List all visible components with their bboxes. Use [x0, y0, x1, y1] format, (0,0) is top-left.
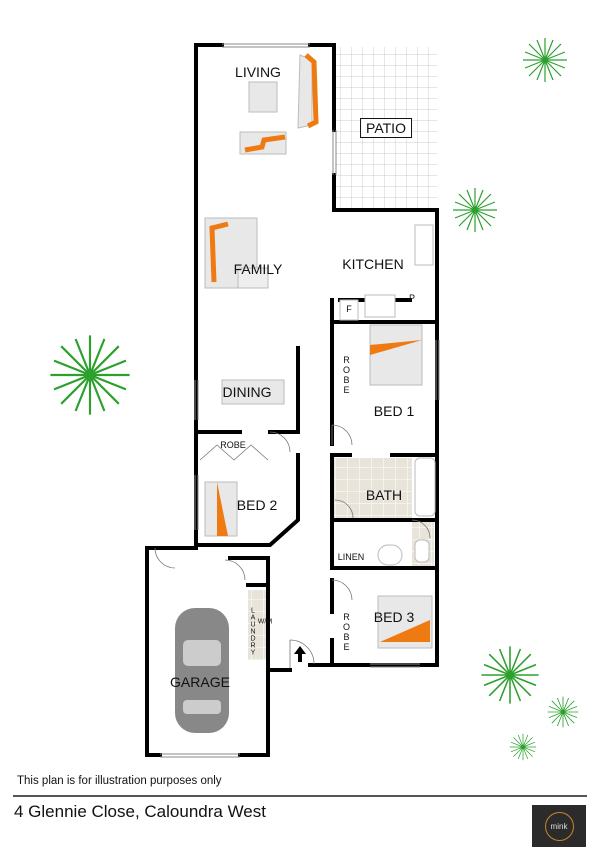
logo-text: mink — [544, 811, 574, 841]
room-label-bed2: BED 2 — [236, 497, 278, 513]
plant-icon — [452, 187, 498, 233]
plant-icon — [522, 37, 568, 83]
walls — [145, 43, 439, 757]
doors — [154, 424, 431, 668]
disclaimer-text: This plan is for illustration purposes o… — [17, 775, 222, 787]
room-label-family: FAMILY — [233, 261, 283, 277]
windows — [160, 43, 440, 758]
washing-machine-label: W/M — [257, 618, 273, 626]
room-label-bed3: BED 3 — [373, 609, 415, 625]
room-label-bed3-robe: ROBE — [341, 612, 352, 652]
room-label-laundry: LAUNDRY — [249, 607, 257, 657]
plant-icon — [49, 334, 131, 416]
furniture — [204, 53, 436, 649]
mink-logo: mink — [532, 805, 586, 847]
car-icon — [175, 608, 229, 733]
floor-plan-drawing — [49, 37, 579, 761]
room-label-bed1: BED 1 — [373, 403, 415, 419]
pantry-label: P — [408, 293, 416, 303]
plant-icon — [547, 696, 579, 728]
room-label-linen: LINEN — [337, 552, 365, 562]
room-label-patio: PATIO — [360, 118, 412, 138]
laundry-floor — [248, 590, 266, 660]
plant-icon — [509, 733, 537, 761]
room-label-dining: DINING — [222, 384, 272, 400]
room-label-bath: BATH — [365, 487, 403, 503]
property-address: 4 Glennie Close, Caloundra West — [14, 802, 266, 821]
room-label-garage: GARAGE — [170, 674, 230, 690]
bath-floor — [334, 458, 412, 520]
footer-divider — [13, 795, 587, 797]
room-label-bed1-robe: ROBE — [341, 355, 352, 395]
fridge-label: F — [346, 304, 352, 314]
entry-arrow-icon — [294, 646, 306, 662]
room-label-living: LIVING — [235, 64, 281, 80]
room-label-bed2-robe: ROBE — [220, 440, 246, 450]
plant-icon — [480, 645, 540, 705]
room-label-kitchen: KITCHEN — [342, 256, 404, 272]
